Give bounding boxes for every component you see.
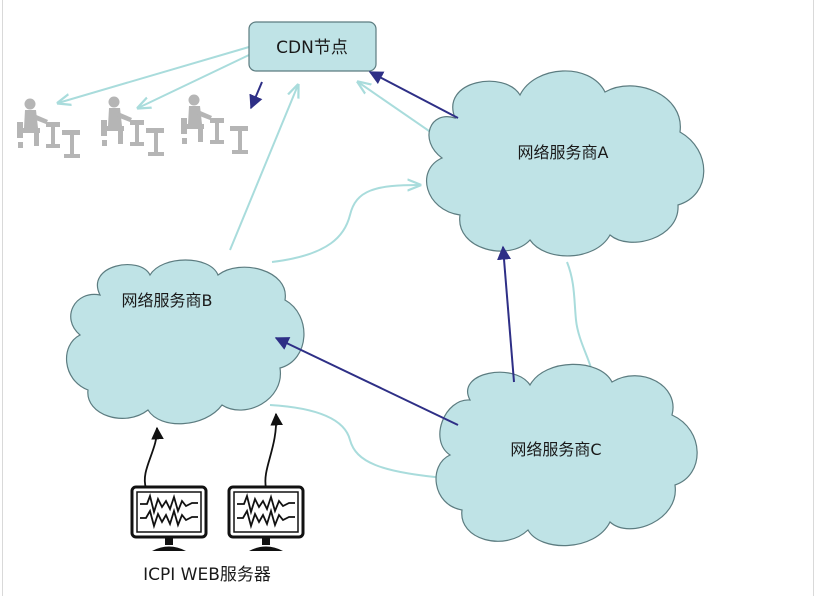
link-a-to-c-light xyxy=(566,261,593,373)
link-b-to-a-light xyxy=(271,185,420,263)
link-cdn-to-user-1 xyxy=(58,46,250,103)
link-cdn-to-user-2 xyxy=(138,54,250,108)
cloud-provider-b: 网络服务商B xyxy=(66,259,305,425)
link-server-1-to-b xyxy=(143,426,164,489)
cloud-provider-c: 网络服务商C xyxy=(435,363,698,547)
cdn-node-label: CDN节点 xyxy=(276,38,348,58)
link-b-to-cdn xyxy=(229,85,298,251)
server-monitor-icon-1 xyxy=(130,485,208,553)
provider-a-label: 网络服务商A xyxy=(518,143,609,162)
link-cdn-to-user-3 xyxy=(249,81,263,110)
provider-c-label: 网络服务商C xyxy=(510,440,601,459)
link-server-2-to-b xyxy=(264,412,283,489)
cdn-node: CDN节点 xyxy=(248,21,377,72)
link-a-to-cdn-light xyxy=(358,82,433,134)
link-b-to-c-light xyxy=(269,404,446,479)
user-icon-2 xyxy=(101,96,144,146)
link-c-to-b xyxy=(274,337,459,426)
server-monitor-icon-2 xyxy=(227,485,305,553)
link-a-to-cdn xyxy=(368,71,459,119)
light-links xyxy=(58,46,593,479)
left-border xyxy=(2,0,3,596)
servers-caption: ICPI WEB服务器 xyxy=(143,565,271,585)
provider-b-label: 网络服务商B xyxy=(122,291,213,310)
servers-group: ICPI WEB服务器 xyxy=(130,412,305,585)
dark-links xyxy=(249,71,515,426)
cloud-provider-a: 网络服务商A xyxy=(426,70,705,257)
right-border xyxy=(813,0,814,596)
user-icon-1 xyxy=(17,98,60,148)
user-icon-3 xyxy=(181,94,224,144)
users-group xyxy=(17,94,248,158)
link-c-to-a xyxy=(497,245,515,383)
